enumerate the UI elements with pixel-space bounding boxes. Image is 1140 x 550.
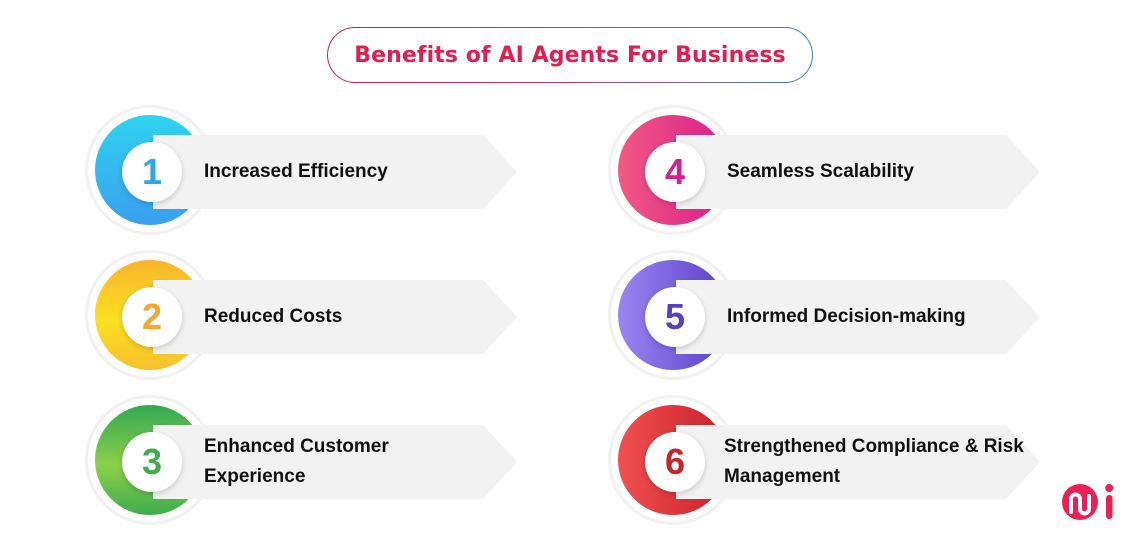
benefit-label: Enhanced Customer Experience xyxy=(204,436,389,487)
number: 5 xyxy=(664,296,686,337)
number-badge: 3 xyxy=(122,432,182,492)
benefit-item-4: 4 Seamless Scalability xyxy=(608,100,1078,240)
number-badge: 5 xyxy=(645,287,705,347)
arrow-banner xyxy=(676,280,1040,354)
number-badge: 2 xyxy=(122,287,182,347)
brand-logo-icon xyxy=(1062,482,1120,522)
title-banner: Benefits of AI Agents For Business xyxy=(327,27,813,83)
arrow-banner xyxy=(153,280,517,354)
number-badge: 4 xyxy=(645,142,705,202)
number: 1 xyxy=(141,151,163,192)
benefit-label: Increased Efficiency xyxy=(204,161,388,182)
benefit-label: Reduced Costs xyxy=(204,306,343,327)
arrow-banner xyxy=(153,425,517,499)
benefit-label: Seamless Scalability xyxy=(727,161,914,182)
number: 6 xyxy=(664,441,686,482)
arrow-banner xyxy=(153,135,517,209)
number-badge: 1 xyxy=(122,142,182,202)
benefit-item-1: 1 Increased Efficiency xyxy=(85,100,555,240)
benefit-label: Strengthened Compliance & Risk Managemen… xyxy=(724,436,1024,487)
number: 2 xyxy=(141,296,163,337)
benefit-item-6: 6 Strengthened Compliance & Risk Managem… xyxy=(608,390,1078,530)
benefit-item-2: 2 Reduced Costs xyxy=(85,245,555,385)
number: 3 xyxy=(141,441,163,482)
benefit-label: Informed Decision-making xyxy=(727,306,966,327)
arrow-banner xyxy=(676,135,1040,209)
benefit-item-5: 5 Informed Decision-making xyxy=(608,245,1078,385)
page-title: Benefits of AI Agents For Business xyxy=(354,42,786,68)
benefit-item-3: 3 Enhanced Customer Experience xyxy=(85,390,555,530)
arrow-banner xyxy=(676,425,1040,499)
number: 4 xyxy=(664,151,686,192)
number-badge: 6 xyxy=(645,432,705,492)
